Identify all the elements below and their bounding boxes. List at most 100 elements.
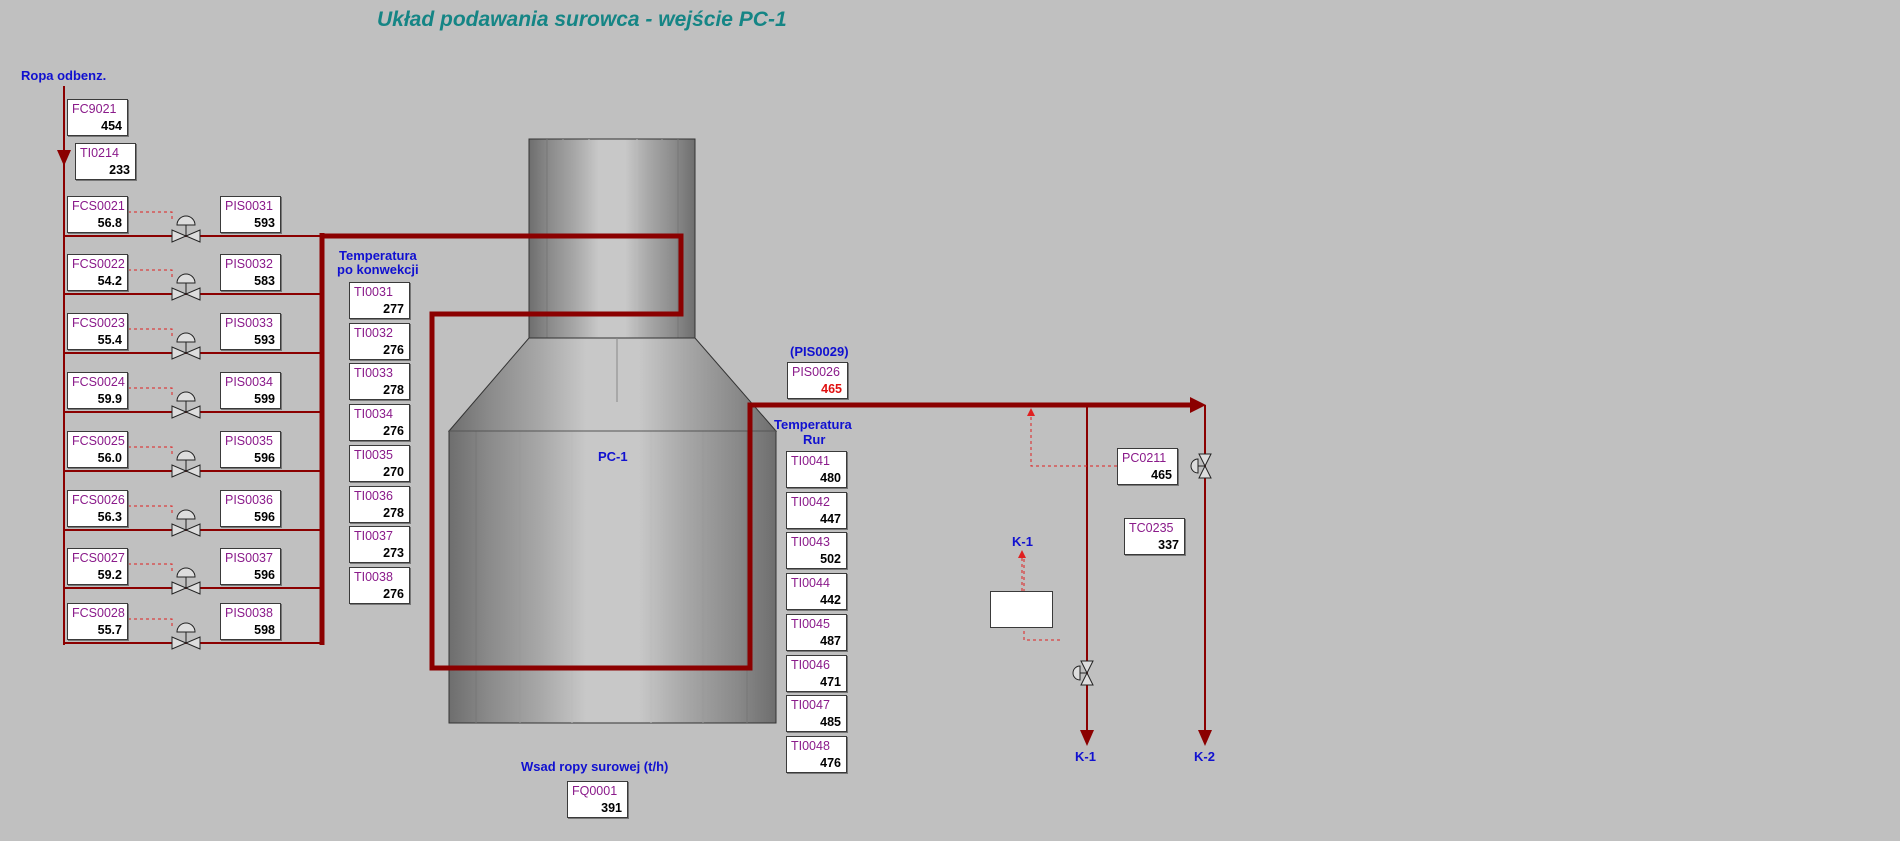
tag-name: FCS0027 — [72, 551, 125, 565]
tag-conv-temp-4[interactable]: TI0034 276 — [349, 404, 410, 442]
tag-name: PIS0034 — [225, 375, 273, 389]
tag-pis0026[interactable]: PIS0026 465 — [787, 362, 848, 399]
pc0211-valve[interactable] — [1190, 453, 1212, 479]
conv-temp-label-1: Temperatura — [339, 248, 417, 263]
tag-fcs-pass-6[interactable]: FCS0026 56.3 — [67, 490, 128, 527]
tag-value: 278 — [383, 383, 404, 398]
tag-name: TI0048 — [791, 738, 830, 753]
tag-name: TI0038 — [354, 569, 393, 584]
tag-name: FCS0026 — [72, 493, 125, 507]
tag-pc0211[interactable]: PC0211 465 — [1117, 448, 1178, 485]
tag-pis-pass-4[interactable]: PIS0034 599 — [220, 372, 281, 409]
tag-name: TI0031 — [354, 285, 393, 299]
tag-value: 480 — [820, 471, 841, 485]
tag-value: 391 — [601, 801, 622, 815]
tag-name: PIS0036 — [225, 493, 273, 507]
control-valve-pass-1[interactable] — [171, 215, 201, 243]
control-valve-pass-5[interactable] — [171, 450, 201, 478]
signal-lines — [1021, 414, 1117, 641]
tag-value: 593 — [254, 333, 275, 347]
tag-fcs-pass-4[interactable]: FCS0024 59.9 — [67, 372, 128, 409]
tag-value: 277 — [383, 302, 404, 316]
tag-name: FCS0024 — [72, 375, 125, 389]
tag-name: TI0041 — [791, 454, 830, 468]
signal-line — [128, 618, 173, 627]
tag-value: 598 — [254, 623, 275, 637]
tag-name: FCS0028 — [72, 606, 125, 620]
tag-name: TI0044 — [791, 576, 830, 591]
tag-value: 276 — [383, 586, 404, 601]
tag-value: 59.9 — [97, 392, 122, 406]
signal-line — [128, 446, 173, 455]
tag-value: 276 — [383, 342, 404, 357]
tag-name: FC9021 — [72, 102, 117, 116]
tube-temp-label-2: Rur — [803, 432, 826, 447]
control-valve-pass-6[interactable] — [171, 509, 201, 537]
feed-label: Ropa odbenz. — [21, 68, 107, 83]
tag-conv-temp-8[interactable]: TI0038 276 — [349, 566, 410, 604]
tag-name: TI0034 — [354, 407, 393, 422]
tag-conv-temp-2[interactable]: TI0032 276 — [349, 322, 410, 360]
tag-tc0235[interactable]: TC0235 337 — [1124, 518, 1185, 555]
control-valve-pass-7[interactable] — [171, 567, 201, 595]
control-valve-pass-4[interactable] — [171, 391, 201, 419]
tag-fq0001[interactable]: FQ0001 391 — [567, 781, 628, 818]
tag-value: 485 — [820, 715, 841, 730]
tag-value: 487 — [820, 633, 841, 648]
tag-name: FCS0025 — [72, 434, 125, 448]
control-valve-pass-3[interactable] — [171, 332, 201, 360]
tag-name: FCS0021 — [72, 199, 125, 213]
tag-fc9021[interactable]: FC9021 454 — [67, 99, 128, 136]
control-valve-pass-2[interactable] — [171, 273, 201, 301]
tag-name: PIS0033 — [225, 316, 273, 330]
tag-name: TI0047 — [791, 698, 830, 713]
tag-value: 55.4 — [97, 333, 122, 347]
tag-value: 599 — [254, 392, 275, 406]
tag-name: TI0032 — [354, 325, 393, 340]
tag-value: 593 — [254, 216, 275, 230]
tag-value: 276 — [383, 424, 404, 439]
signal-line — [128, 505, 173, 514]
tag-pis-pass-3[interactable]: PIS0033 593 — [220, 313, 281, 350]
tag-name: PIS0031 — [225, 199, 273, 213]
k1-empty-faceplate[interactable] — [990, 591, 1053, 628]
tag-name: PIS0035 — [225, 434, 273, 448]
tag-tube-temp-7[interactable]: TI0047 485 — [786, 695, 847, 733]
tag-tube-temp-1[interactable]: TI0041 480 — [786, 451, 847, 488]
pipes — [63, 86, 1206, 733]
conv-temp-label-2: po konwekcji — [337, 262, 419, 277]
tag-ti0214[interactable]: TI0214 233 — [75, 143, 136, 180]
k1-top-label: K-1 — [1012, 534, 1033, 549]
furnace-hood — [447, 337, 778, 432]
tube-temp-label-1: Temperatura — [774, 417, 852, 432]
tag-conv-temp-1[interactable]: TI0031 277 — [349, 282, 410, 319]
tag-value: 596 — [254, 510, 275, 524]
control-valve-pass-8[interactable] — [171, 622, 201, 650]
tag-value: 56.3 — [97, 510, 122, 524]
tag-pis-pass-1[interactable]: PIS0031 593 — [220, 196, 281, 233]
tag-name: FCS0022 — [72, 257, 125, 271]
tag-pis-pass-6[interactable]: PIS0036 596 — [220, 490, 281, 527]
k1-valve[interactable] — [1072, 660, 1094, 686]
